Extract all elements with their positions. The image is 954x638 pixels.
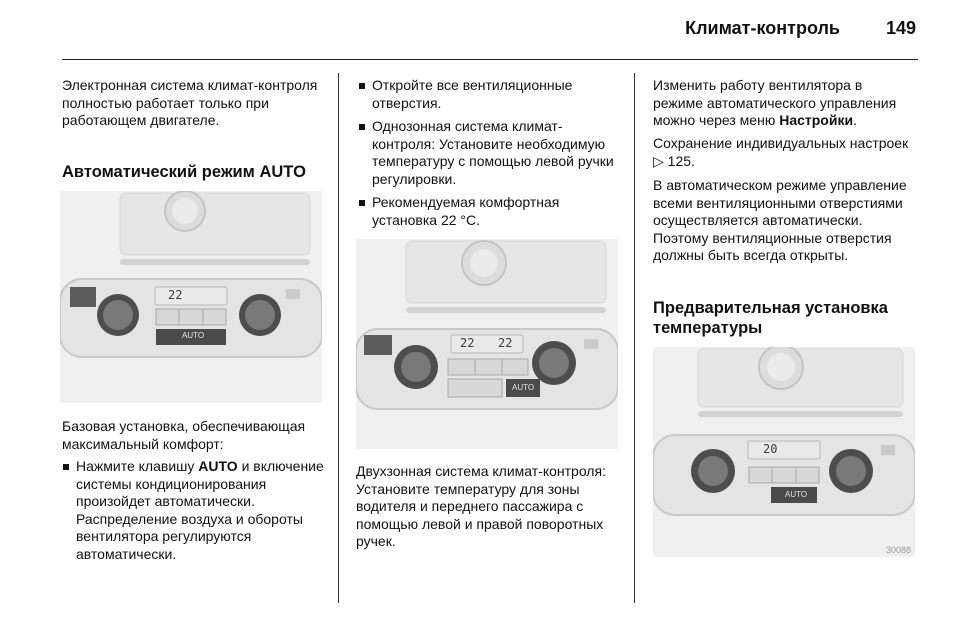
intro-paragraph: Электронная система климат-контроля полн… xyxy=(62,77,318,128)
temperature-display-right: 22 xyxy=(498,336,513,350)
temperature-display: 22 xyxy=(168,288,183,302)
page-number: 149 xyxy=(885,18,916,38)
auto-button: AUTO xyxy=(182,331,205,340)
auto-button: AUTO xyxy=(512,383,535,392)
dual-zone-paragraph: Двухзонная система климат-контроля: Уста… xyxy=(356,463,606,549)
temperature-display: 20 xyxy=(763,442,778,456)
basic-setting-paragraph: Базовая установка, обеспечивающая максим… xyxy=(62,418,306,452)
preset-temperature-heading: Предварительная установка температуры xyxy=(653,299,888,337)
page-reference-icon: ▷ xyxy=(653,152,664,169)
fan-settings-paragraph: Изменить работу вентилятора в режиме авт… xyxy=(653,77,897,128)
auto-mode-heading: Автоматический режим AUTO xyxy=(62,163,306,181)
save-settings-paragraph: Сохранение индивидуальных настроек ▷ 125… xyxy=(653,135,909,169)
open-vents-bullet: Откройте все вентиляционные отверстия. xyxy=(358,77,622,112)
recommended-setting-bullet: Рекомендуемая комфортная установка 22 °C… xyxy=(358,194,622,229)
single-zone-bullet: Однозонная система климат-контроля: Уста… xyxy=(358,118,622,188)
figure-number: 30088 xyxy=(885,545,911,555)
temperature-display-left: 22 xyxy=(460,336,475,350)
header-rule xyxy=(62,59,918,60)
climate-panel-figure-preset: 20 AUTO 30088 xyxy=(653,347,915,557)
auto-key-bullet: Нажмите клавишу AUTO и включение системы… xyxy=(62,458,326,563)
climate-panel-figure-dual-zone: 22 22 AUTO xyxy=(356,239,618,449)
column-divider-1 xyxy=(338,73,339,603)
auto-vents-paragraph: В автоматическом режиме управление всеми… xyxy=(653,177,907,263)
page-header-title: Климат-контроль xyxy=(685,18,840,38)
climate-panel-figure-auto: 22 AUTO xyxy=(60,191,322,403)
auto-button: AUTO xyxy=(785,490,808,499)
column-divider-2 xyxy=(634,73,635,603)
